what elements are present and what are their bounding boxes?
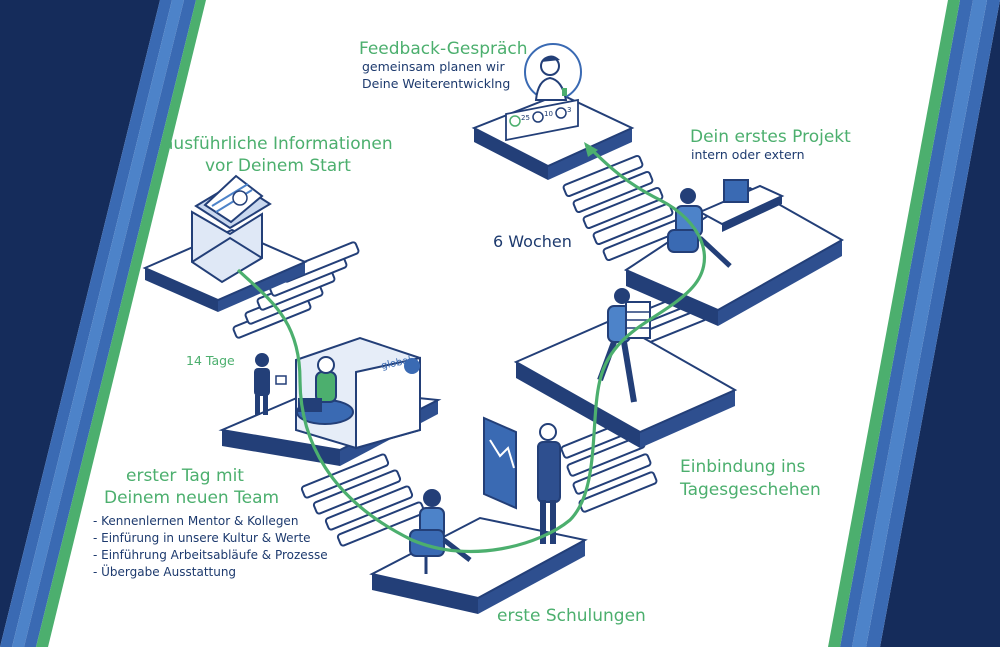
info-title-line1: ausführliche Informationen xyxy=(163,134,393,154)
training-illustration xyxy=(409,416,561,574)
first-day-title-line2: Deinem neuen Team xyxy=(104,488,280,508)
envelope-icon xyxy=(191,174,272,284)
daily-title-line2: Tagesgeschehen xyxy=(680,480,821,500)
platform-daily xyxy=(513,318,738,448)
left-stripes xyxy=(0,0,206,647)
feedback-rating-panel xyxy=(505,98,579,142)
feedback-title: Feedback-Gespräch xyxy=(359,39,528,59)
feedback-rating-2: 10 xyxy=(544,110,553,118)
platform-project xyxy=(623,186,845,326)
right-stripes xyxy=(828,0,1000,647)
stairs-info-to-firstday xyxy=(232,241,360,339)
first-day-list: - Kennenlernen Mentor & Kollegen - Einfü… xyxy=(93,513,328,581)
person-standing-icon xyxy=(254,353,287,415)
training-title: erste Schulungen xyxy=(497,606,646,626)
info-title-line2: vor Deinem Start xyxy=(205,156,351,176)
project-subtitle: intern oder extern xyxy=(691,147,805,162)
first-day-title-line1: erster Tag mit xyxy=(126,466,244,486)
path-arrowhead xyxy=(584,142,598,157)
feedback-rating-3: 3 xyxy=(567,106,572,114)
first-day-item: - Kennenlernen Mentor & Kollegen xyxy=(93,514,299,528)
timing-14-days: 14 Tage xyxy=(186,353,235,368)
feedback-rating-1: 25 xyxy=(521,114,530,122)
office-booth-illustration xyxy=(295,336,421,450)
project-title: Dein erstes Projekt xyxy=(690,127,851,147)
daily-title-line1: Einbindung ins xyxy=(680,457,806,477)
feedback-subtitle-line1: gemeinsam planen wir xyxy=(362,59,505,74)
journey-path xyxy=(236,146,707,553)
feedback-subtitle-line2: Deine Weiterentwicklng xyxy=(362,76,511,91)
stairs-project-to-feedback xyxy=(562,154,684,262)
first-day-item: - Einfürung in unsere Kultur & Werte xyxy=(93,531,311,545)
timing-6-weeks: 6 Wochen xyxy=(493,232,572,251)
feedback-avatar xyxy=(524,43,582,101)
first-day-item: - Einführung Arbeitsabläufe & Prozesse xyxy=(93,548,328,562)
first-day-item: - Übergabe Ausstattung xyxy=(93,565,237,579)
